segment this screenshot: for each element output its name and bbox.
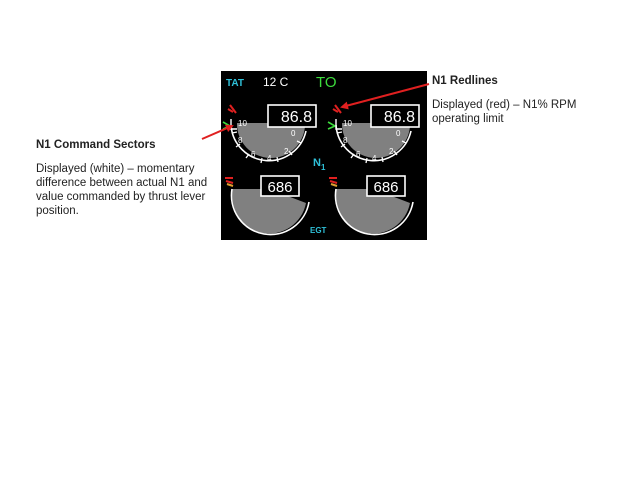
n1-scale-ticks: [336, 131, 407, 164]
callout-description: Displayed (white) – momentary difference…: [36, 163, 208, 217]
n1-command-sectors-callout: N1 Command Sectors Displayed (white) – m…: [36, 139, 221, 218]
scale-label: 8: [238, 136, 243, 145]
egt-amber-limit: [226, 183, 234, 187]
egt-readout: 686: [267, 179, 292, 196]
egt-label: EGT: [310, 226, 327, 235]
n1-readout: 86.8: [384, 109, 415, 126]
thrust-mode: TO: [316, 74, 337, 91]
n1-scale-ticks: [231, 131, 302, 164]
scale-label: 8: [343, 136, 348, 145]
callout-title: N1 Redlines: [432, 75, 498, 87]
right-egt-gauge: 686: [329, 175, 414, 236]
scale-label: 4: [372, 154, 377, 163]
egt-arc-fill: [231, 189, 306, 234]
n1-readout-box: [267, 104, 317, 128]
egt-arc-fill: [335, 189, 410, 234]
scale-label: 6: [251, 150, 256, 159]
tat-label: TAT: [226, 78, 244, 89]
n1-label-subscript: 1: [321, 163, 326, 172]
scale-label: 10: [343, 119, 352, 128]
left-n1-gauge: 10 8 6 4 2 0 86.8: [222, 104, 317, 164]
scale-label: 10: [238, 119, 247, 128]
egt-redline: [225, 177, 234, 184]
tat-value: 12 C: [263, 75, 289, 89]
egt-redline: [329, 177, 338, 184]
n1-label: N: [313, 157, 321, 169]
egt-readout-box: [260, 175, 300, 197]
scale-label: 0: [291, 129, 296, 138]
right-n1-gauge: 10 8 6 4 2 0 86.8: [327, 104, 420, 164]
egt-readout-box: [366, 175, 406, 197]
n1-target-marker: [222, 121, 232, 130]
scale-label: 0: [396, 129, 401, 138]
egt-amber-limit: [330, 183, 338, 187]
scale-label: 2: [389, 147, 394, 156]
n1-readout: 86.8: [281, 109, 312, 126]
n1-redline: [227, 104, 237, 114]
engine-display-panel: TAT 12 C TO 10 8 6 4 2 0 86.8: [221, 71, 427, 240]
egt-readout: 686: [373, 179, 398, 196]
n1-reference-bracket: [335, 119, 342, 130]
n1-command-sector: [236, 123, 305, 159]
scale-label: 6: [356, 150, 361, 159]
engine-display-graphics: TAT 12 C TO 10 8 6 4 2 0 86.8: [222, 74, 420, 236]
n1-command-sector: [341, 123, 410, 159]
scale-label: 4: [267, 154, 272, 163]
n1-target-marker: [327, 121, 337, 130]
left-egt-gauge: 686: [225, 175, 310, 236]
callout-description: Displayed (red) – N1% RPM operating limi…: [432, 99, 577, 125]
callout-title: N1 Command Sectors: [36, 139, 156, 151]
n1-redline: [332, 104, 342, 114]
scale-label: 2: [284, 147, 289, 156]
n1-redlines-callout: N1 Redlines Displayed (red) – N1% RPM op…: [432, 75, 622, 126]
